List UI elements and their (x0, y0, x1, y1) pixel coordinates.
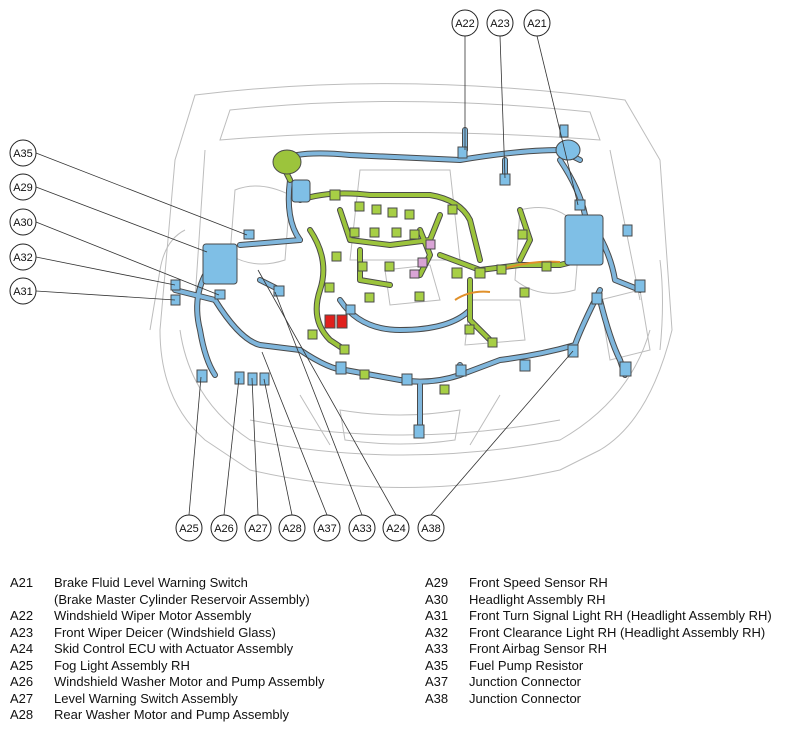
blue-connectors (170, 124, 646, 439)
svg-text:A33: A33 (352, 523, 372, 535)
svg-text:A26: A26 (214, 523, 234, 535)
callout-a22: A22 (451, 9, 479, 37)
svg-text:A38: A38 (421, 523, 441, 535)
svg-text:A37: A37 (317, 523, 337, 535)
legend-left-column: A21 Brake Fluid Level Warning Switch (Bra… (10, 575, 324, 724)
callout-a35: A35 (9, 139, 37, 167)
legend-code: A29 (425, 575, 449, 590)
legend-row: A30 Headlight Assembly RH (425, 592, 772, 609)
pink-connectors (409, 239, 436, 279)
legend-code: A31 (425, 608, 449, 623)
legend-code: A37 (425, 674, 449, 689)
legend-row: A27 Level Warning Switch Assembly (10, 691, 324, 708)
callout-a30: A30 (9, 208, 37, 236)
legend-row: A31 Front Turn Signal Light RH (Headlight… (425, 608, 772, 625)
svg-text:A27: A27 (248, 523, 268, 535)
legend-row: A38 Junction Connector (425, 691, 772, 708)
legend-code: A35 (425, 657, 449, 673)
legend-row: A25 Fog Light Assembly RH (10, 658, 324, 675)
legend-description: Junction Connector (469, 674, 582, 689)
legend-right-column: A29 Front Speed Sensor RH A30 Headlight As… (425, 575, 772, 707)
svg-text:A28: A28 (282, 523, 302, 535)
legend-row: A33 Front Airbag Sensor RH (425, 641, 772, 658)
legend-description: Junction Connector (469, 690, 582, 706)
legend-description: Headlight Assembly RH (469, 591, 606, 607)
legend-description: Windshield Wiper Motor Assembly (54, 608, 252, 623)
callout-a28: A28 (278, 514, 306, 542)
callout-a31: A31 (9, 277, 37, 305)
legend-code: A26 (10, 674, 34, 689)
legend-code: A27 (10, 690, 34, 706)
legend-description: Windshield Washer Motor and Pump Assembl… (54, 674, 325, 689)
red-connectors (324, 314, 348, 329)
svg-text:A21: A21 (527, 18, 547, 30)
legend-code (10, 592, 54, 609)
callout-a24: A24 (382, 514, 410, 542)
engine-bay-wiring-diagram: A22 A23 A21 A35 A29 A30 A32 A31 A25 A26 … (9, 9, 673, 542)
callout-a32: A32 (9, 243, 37, 271)
legend-description: Front Airbag Sensor RH (469, 641, 608, 656)
svg-text:A31: A31 (13, 286, 33, 298)
legend-code: A28 (10, 707, 34, 722)
legend-row: A32 Front Clearance Light RH (Headlight A… (425, 625, 772, 642)
svg-text:A32: A32 (13, 252, 33, 264)
legend-description: Rear Washer Motor and Pump Assembly (54, 707, 290, 722)
svg-text:A30: A30 (13, 217, 33, 229)
legend-row: A24 Skid Control ECU with Actuator Assemb… (10, 641, 324, 658)
green-connectors (307, 189, 552, 395)
svg-text:A29: A29 (13, 182, 33, 194)
legend-row: A22 Windshield Wiper Motor Assembly (10, 608, 324, 625)
callout-leader-lines (35, 35, 579, 516)
blue-components (202, 139, 604, 285)
svg-text:A25: A25 (179, 523, 199, 535)
callout-a25: A25 (175, 514, 203, 542)
legend-description: Fog Light Assembly RH (54, 657, 190, 673)
legend-row: (Brake Master Cylinder Reservoir Assembl… (10, 592, 324, 609)
callout-a21: A21 (523, 9, 551, 37)
legend-description: Front Speed Sensor RH (469, 575, 608, 590)
svg-text:A35: A35 (13, 148, 33, 160)
legend-code: A33 (425, 641, 449, 656)
legend-description: Front Clearance Light RH (Headlight Asse… (469, 624, 766, 640)
legend-code: A25 (10, 657, 34, 673)
callout-a37: A37 (313, 514, 341, 542)
callout-a27: A27 (244, 514, 272, 542)
legend-row: A29 Front Speed Sensor RH (425, 575, 772, 592)
legend-code: A32 (425, 624, 449, 640)
legend-description: Fuel Pump Resistor (469, 657, 584, 673)
callout-a23: A23 (486, 9, 514, 37)
legend-row: A37 Junction Connector (425, 674, 772, 691)
legend-code: A23 (10, 624, 34, 640)
legend-description: Front Turn Signal Light RH (Headlight As… (469, 608, 772, 623)
legend-code: A24 (10, 641, 34, 656)
callout-a29: A29 (9, 173, 37, 201)
svg-text:A24: A24 (386, 523, 406, 535)
callout-a26: A26 (210, 514, 238, 542)
svg-text:A23: A23 (490, 18, 510, 30)
legend-description: Level Warning Switch Assembly (54, 690, 238, 706)
legend-code: A30 (425, 591, 449, 607)
legend-code: A38 (425, 690, 449, 706)
legend-code: A21 (10, 575, 34, 590)
legend-description: (Brake Master Cylinder Reservoir Assembl… (54, 591, 310, 607)
callout-a38: A38 (417, 514, 445, 542)
svg-text:A22: A22 (455, 18, 475, 30)
legend-row: A23 Front Wiper Deicer (Windshield Glass) (10, 625, 324, 642)
legend-row: A35 Fuel Pump Resistor (425, 658, 772, 675)
legend-description: Brake Fluid Level Warning Switch (54, 575, 248, 590)
vehicle-body-outline (149, 83, 673, 488)
legend-description: Skid Control ECU with Actuator Assembly (54, 641, 294, 656)
legend-row: A26 Windshield Washer Motor and Pump Asse… (10, 674, 324, 691)
legend-row: A28 Rear Washer Motor and Pump Assembly (10, 707, 324, 724)
legend-description: Front Wiper Deicer (Windshield Glass) (54, 624, 276, 640)
legend-code: A22 (10, 608, 34, 623)
callout-a33: A33 (348, 514, 376, 542)
legend-row: A21 Brake Fluid Level Warning Switch (10, 575, 324, 592)
